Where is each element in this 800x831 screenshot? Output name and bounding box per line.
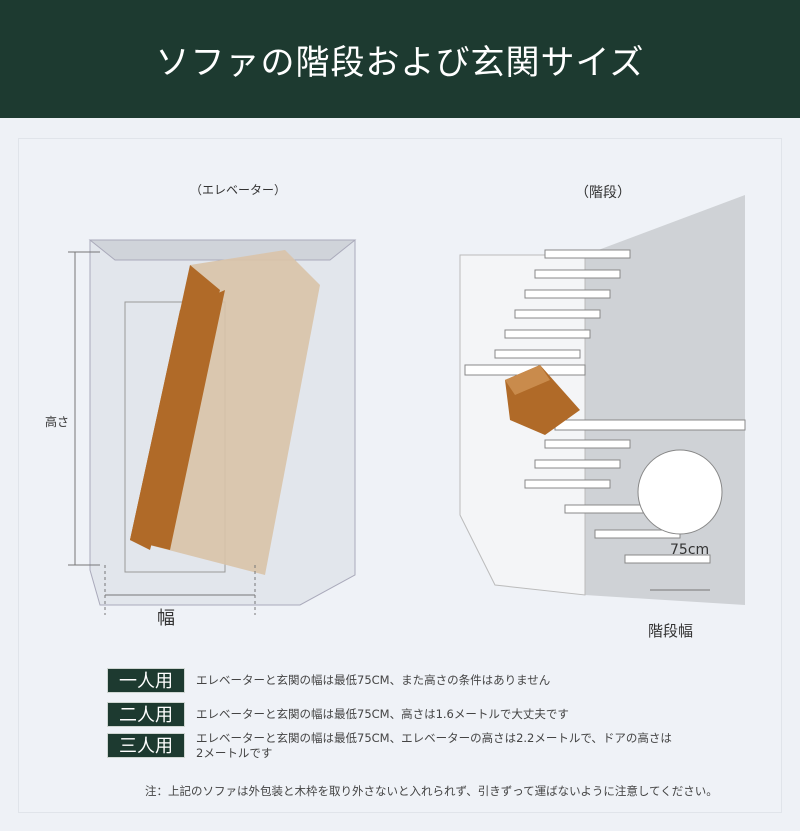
badge-one-seat: 一人用 bbox=[107, 668, 185, 693]
header: ソファの階段および玄関サイズ bbox=[0, 0, 800, 118]
page-title: ソファの階段および玄関サイズ bbox=[155, 42, 645, 83]
row-text-two-seat: エレベーターと玄関の幅は最低75CM、高さは1.6メートルで大丈夫です bbox=[196, 707, 569, 721]
note: 注：上記のソファは外包装と木枠を取り外さないと入れられず、引きずって運ばないよう… bbox=[145, 784, 718, 798]
width-label: 幅 bbox=[157, 608, 175, 629]
row-text-three-seat: エレベーターと玄関の幅は最低75CM、エレベーターの高さは2.2メートルで、ドア… bbox=[196, 731, 672, 760]
badge-two-seat: 二人用 bbox=[107, 702, 185, 727]
stairs-illustration bbox=[459, 195, 746, 605]
row-text-one-seat: エレベーターと玄関の幅は最低75CM、また高さの条件はありません bbox=[196, 673, 551, 687]
stair-dimension: 75cm bbox=[670, 542, 710, 558]
height-label: 高さ bbox=[45, 415, 70, 429]
badge-three-seat: 三人用 bbox=[107, 733, 185, 758]
stair-width-label: 階段幅 bbox=[648, 622, 694, 640]
elevator-illustration bbox=[68, 239, 357, 615]
stairs-label: （階段） bbox=[575, 185, 631, 201]
elevator-label: （エレベーター） bbox=[190, 183, 287, 197]
